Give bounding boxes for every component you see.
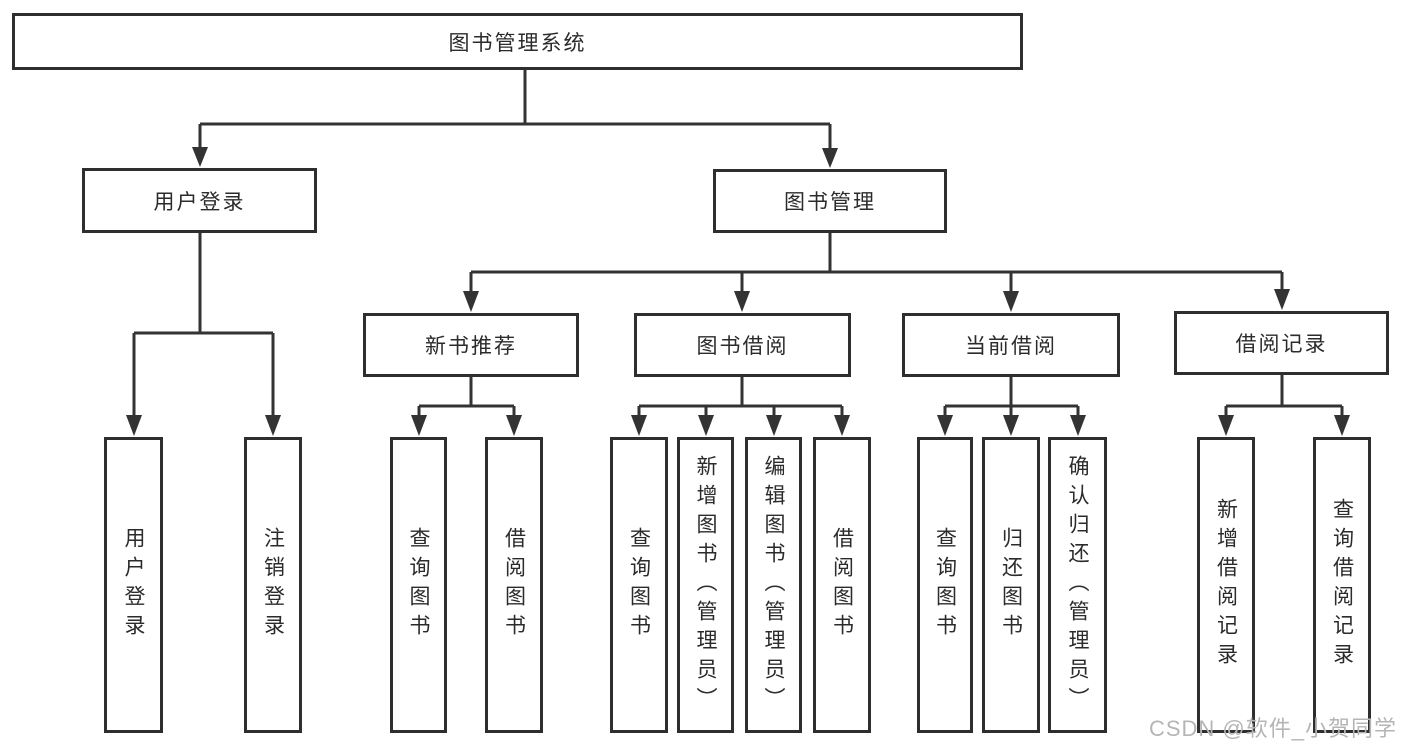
leaf-return-book-label: 归还图书 bbox=[999, 527, 1023, 643]
leaf-add-book-admin-label: 新增图书（管理员） bbox=[694, 454, 717, 716]
leaf-logout-label: 注销登录 bbox=[261, 527, 285, 643]
node-book-management-label: 图书管理 bbox=[784, 191, 876, 214]
leaf-add-borrow-record-label: 新增借阅记录 bbox=[1214, 498, 1238, 672]
connector-new-book-recommend-to-leaves bbox=[411, 377, 522, 436]
connector-root-to-level2 bbox=[192, 70, 838, 168]
leaf-add-borrow-record: 新增借阅记录 bbox=[1197, 437, 1255, 733]
leaf-query-book-3-label: 查询图书 bbox=[933, 527, 957, 643]
leaf-query-book-3: 查询图书 bbox=[917, 437, 973, 733]
node-book-borrow: 图书借阅 bbox=[634, 313, 851, 377]
leaf-user-login-label: 用户登录 bbox=[122, 527, 145, 643]
leaf-query-book-1-label: 查询图书 bbox=[407, 527, 430, 643]
leaf-confirm-return-admin: 确认归还（管理员） bbox=[1048, 437, 1107, 733]
leaf-user-login: 用户登录 bbox=[104, 437, 163, 733]
connector-current-borrow-to-leaves bbox=[937, 377, 1086, 436]
connector-book-borrow-to-leaves bbox=[631, 377, 850, 436]
leaf-borrow-book-2-label: 借阅图书 bbox=[830, 527, 854, 643]
leaf-query-book-1: 查询图书 bbox=[390, 437, 447, 733]
node-new-book-recommend: 新书推荐 bbox=[363, 313, 579, 377]
leaf-edit-book-admin-label: 编辑图书（管理员） bbox=[762, 454, 785, 716]
node-root-label: 图书管理系统 bbox=[448, 31, 587, 55]
leaf-borrow-book-1-label: 借阅图书 bbox=[502, 527, 526, 643]
node-book-management: 图书管理 bbox=[713, 169, 947, 233]
csdn-watermark: CSDN @软件_小贺同学 bbox=[1148, 716, 1397, 741]
leaf-confirm-return-admin-label: 确认归还（管理员） bbox=[1066, 454, 1089, 716]
leaf-logout: 注销登录 bbox=[244, 437, 302, 733]
leaf-add-book-admin: 新增图书（管理员） bbox=[677, 437, 734, 733]
node-current-borrow: 当前借阅 bbox=[902, 313, 1120, 377]
node-current-borrow-label: 当前借阅 bbox=[965, 335, 1057, 358]
leaf-return-book: 归还图书 bbox=[982, 437, 1040, 733]
connector-borrow-records-to-leaves bbox=[1218, 375, 1350, 436]
node-new-book-recommend-label: 新书推荐 bbox=[425, 335, 517, 358]
connector-book-management-to-level3 bbox=[463, 233, 1290, 312]
node-user-login: 用户登录 bbox=[82, 168, 317, 233]
node-book-borrow-label: 图书借阅 bbox=[696, 335, 789, 358]
leaf-edit-book-admin: 编辑图书（管理员） bbox=[745, 437, 802, 733]
node-borrow-records: 借阅记录 bbox=[1174, 311, 1389, 375]
node-borrow-records-label: 借阅记录 bbox=[1235, 333, 1328, 356]
leaf-query-book-2: 查询图书 bbox=[610, 437, 668, 733]
node-user-login-label: 用户登录 bbox=[153, 190, 246, 214]
connector-user-login-to-leaves bbox=[126, 233, 281, 436]
leaf-query-borrow-record-label: 查询借阅记录 bbox=[1330, 498, 1354, 672]
node-root: 图书管理系统 bbox=[12, 13, 1023, 70]
leaf-borrow-book-1: 借阅图书 bbox=[485, 437, 543, 733]
leaf-query-borrow-record: 查询借阅记录 bbox=[1313, 437, 1371, 733]
leaf-borrow-book-2: 借阅图书 bbox=[813, 437, 871, 733]
leaf-query-book-2-label: 查询图书 bbox=[627, 527, 651, 643]
